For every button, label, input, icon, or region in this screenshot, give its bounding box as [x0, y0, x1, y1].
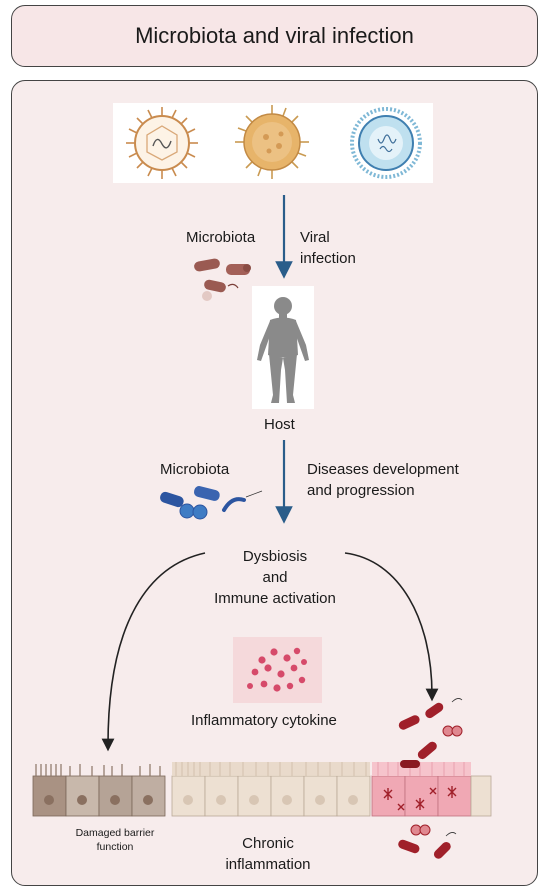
- viral-infection-label: Viral infection: [300, 229, 356, 267]
- title-box: Microbiota and viral infection: [11, 5, 538, 67]
- host-label: Host: [264, 416, 295, 433]
- cytokine-label: Inflammatory cytokine: [191, 712, 337, 729]
- virus-icon: [126, 107, 198, 179]
- bacteria-icon: [194, 258, 251, 301]
- microbiota-label-mid: Microbiota: [160, 461, 230, 478]
- diseases-label: Diseases development and progression: [307, 461, 459, 499]
- dysbiosis-label: Dysbiosis and Immune activation: [214, 548, 336, 607]
- virus-panel: [113, 103, 433, 183]
- human-body-icon: [252, 286, 314, 409]
- curved-arrow-left: [101, 552, 206, 752]
- cytokine-icon: [233, 637, 322, 703]
- diagram-title: Microbiota and viral infection: [135, 23, 414, 48]
- virus-icon: [235, 105, 309, 179]
- bacteria-icon: [398, 824, 457, 859]
- epithelial-cells-icon: [32, 762, 492, 817]
- damaged-barrier-label: Damaged barrier function: [75, 827, 155, 853]
- diagram-panel: [11, 80, 538, 886]
- chronic-inflammation-label: Chronic inflammation: [225, 835, 311, 873]
- curved-arrow-right: [344, 552, 439, 702]
- bacteria-icon: [160, 486, 263, 520]
- bacteria-icon: [398, 698, 463, 768]
- virus-icon: [350, 107, 422, 179]
- microbiota-label-top: Microbiota: [186, 229, 256, 246]
